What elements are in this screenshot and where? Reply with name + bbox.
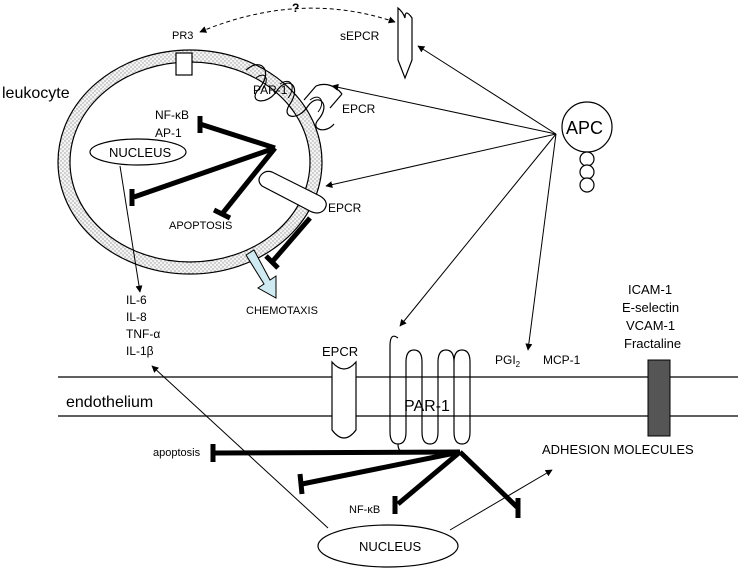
leukocyte-epcr-bottom-shape [258, 170, 327, 214]
chemotaxis-label: CHEMOTAXIS [246, 305, 318, 317]
pr3-label: PR3 [172, 30, 193, 42]
endothelial-epcr-label: EPCR [322, 344, 358, 359]
vcam1-label: VCAM-1 [626, 318, 675, 333]
tnfa-label: TNF-α [126, 327, 160, 341]
leukocyte-nfkb-label: NF-κB [155, 108, 189, 122]
endothelial-nucleus [317, 524, 459, 568]
chemotaxis-arrow [245, 249, 277, 299]
pr3-sepcr-dashed-arrow [199, 7, 396, 33]
sepcr-label: sEPCR [340, 29, 380, 43]
pr3-receptor [175, 52, 193, 76]
endo-nucleus-to-adhesion-arrow [449, 469, 553, 531]
leukocyte-apoptosis-label: APOPTOSIS [169, 220, 232, 232]
endo-nucleus-to-cytokines-arrow [151, 365, 329, 529]
apc-label: APC [566, 118, 603, 138]
endothelial-epcr-shape [331, 360, 357, 439]
leukocyte-epcr-top-shape [303, 83, 343, 109]
leukocyte-label: leukocyte [2, 85, 70, 102]
chemotaxis-inhibition-bar [264, 254, 280, 270]
mcp1-label: MCP-1 [543, 353, 581, 367]
endothelial-nfkb-label: NF-κB [349, 504, 380, 516]
pgi2-label: PGI2 [495, 353, 521, 369]
leukocyte-epcr-top-label: EPCR [342, 102, 376, 116]
ap1-label: AP-1 [155, 126, 182, 140]
fractaline-label: Fractaline [624, 336, 681, 351]
adhesion-molecules-label: ADHESION MOLECULES [542, 442, 694, 457]
il6-label: IL-6 [126, 293, 147, 307]
leukocyte-nucleus-label: NUCLEUS [109, 145, 171, 160]
endothelial-par1-receptor [389, 335, 471, 445]
leukocyte-nucleus [89, 138, 187, 166]
question-mark: ? [292, 1, 299, 15]
endothelial-nucleus-label: NUCLEUS [359, 539, 421, 554]
endothelial-par1-label: PAR-1 [404, 398, 450, 415]
sepcr-shape [397, 6, 413, 80]
leukocyte-par1-label: PAR-1 [253, 83, 288, 97]
nucleus-to-cytokines-arrow [119, 165, 143, 293]
leukocyte-epcr-bottom-label: EPCR [328, 201, 362, 215]
leukocyte-par1-receptor [245, 64, 335, 131]
apc-arrows [325, 45, 557, 351]
leukocyte-inhibition-lines [129, 116, 277, 221]
apc-protein [561, 101, 613, 193]
eselectin-label: E-selectin [622, 300, 679, 315]
icam1-label: ICAM-1 [628, 282, 672, 297]
chemotaxis-inhibition-line [270, 216, 312, 264]
il8-label: IL-8 [126, 310, 147, 324]
endothelium-label: endothelium [66, 394, 153, 411]
il1b-label: IL-1β [126, 344, 154, 358]
endothelial-inhibition-lines [210, 444, 521, 518]
endothelial-apoptosis-label: apoptosis [153, 447, 201, 459]
leukocyte-cell [57, 49, 323, 275]
adhesion-molecule-block [647, 359, 671, 437]
